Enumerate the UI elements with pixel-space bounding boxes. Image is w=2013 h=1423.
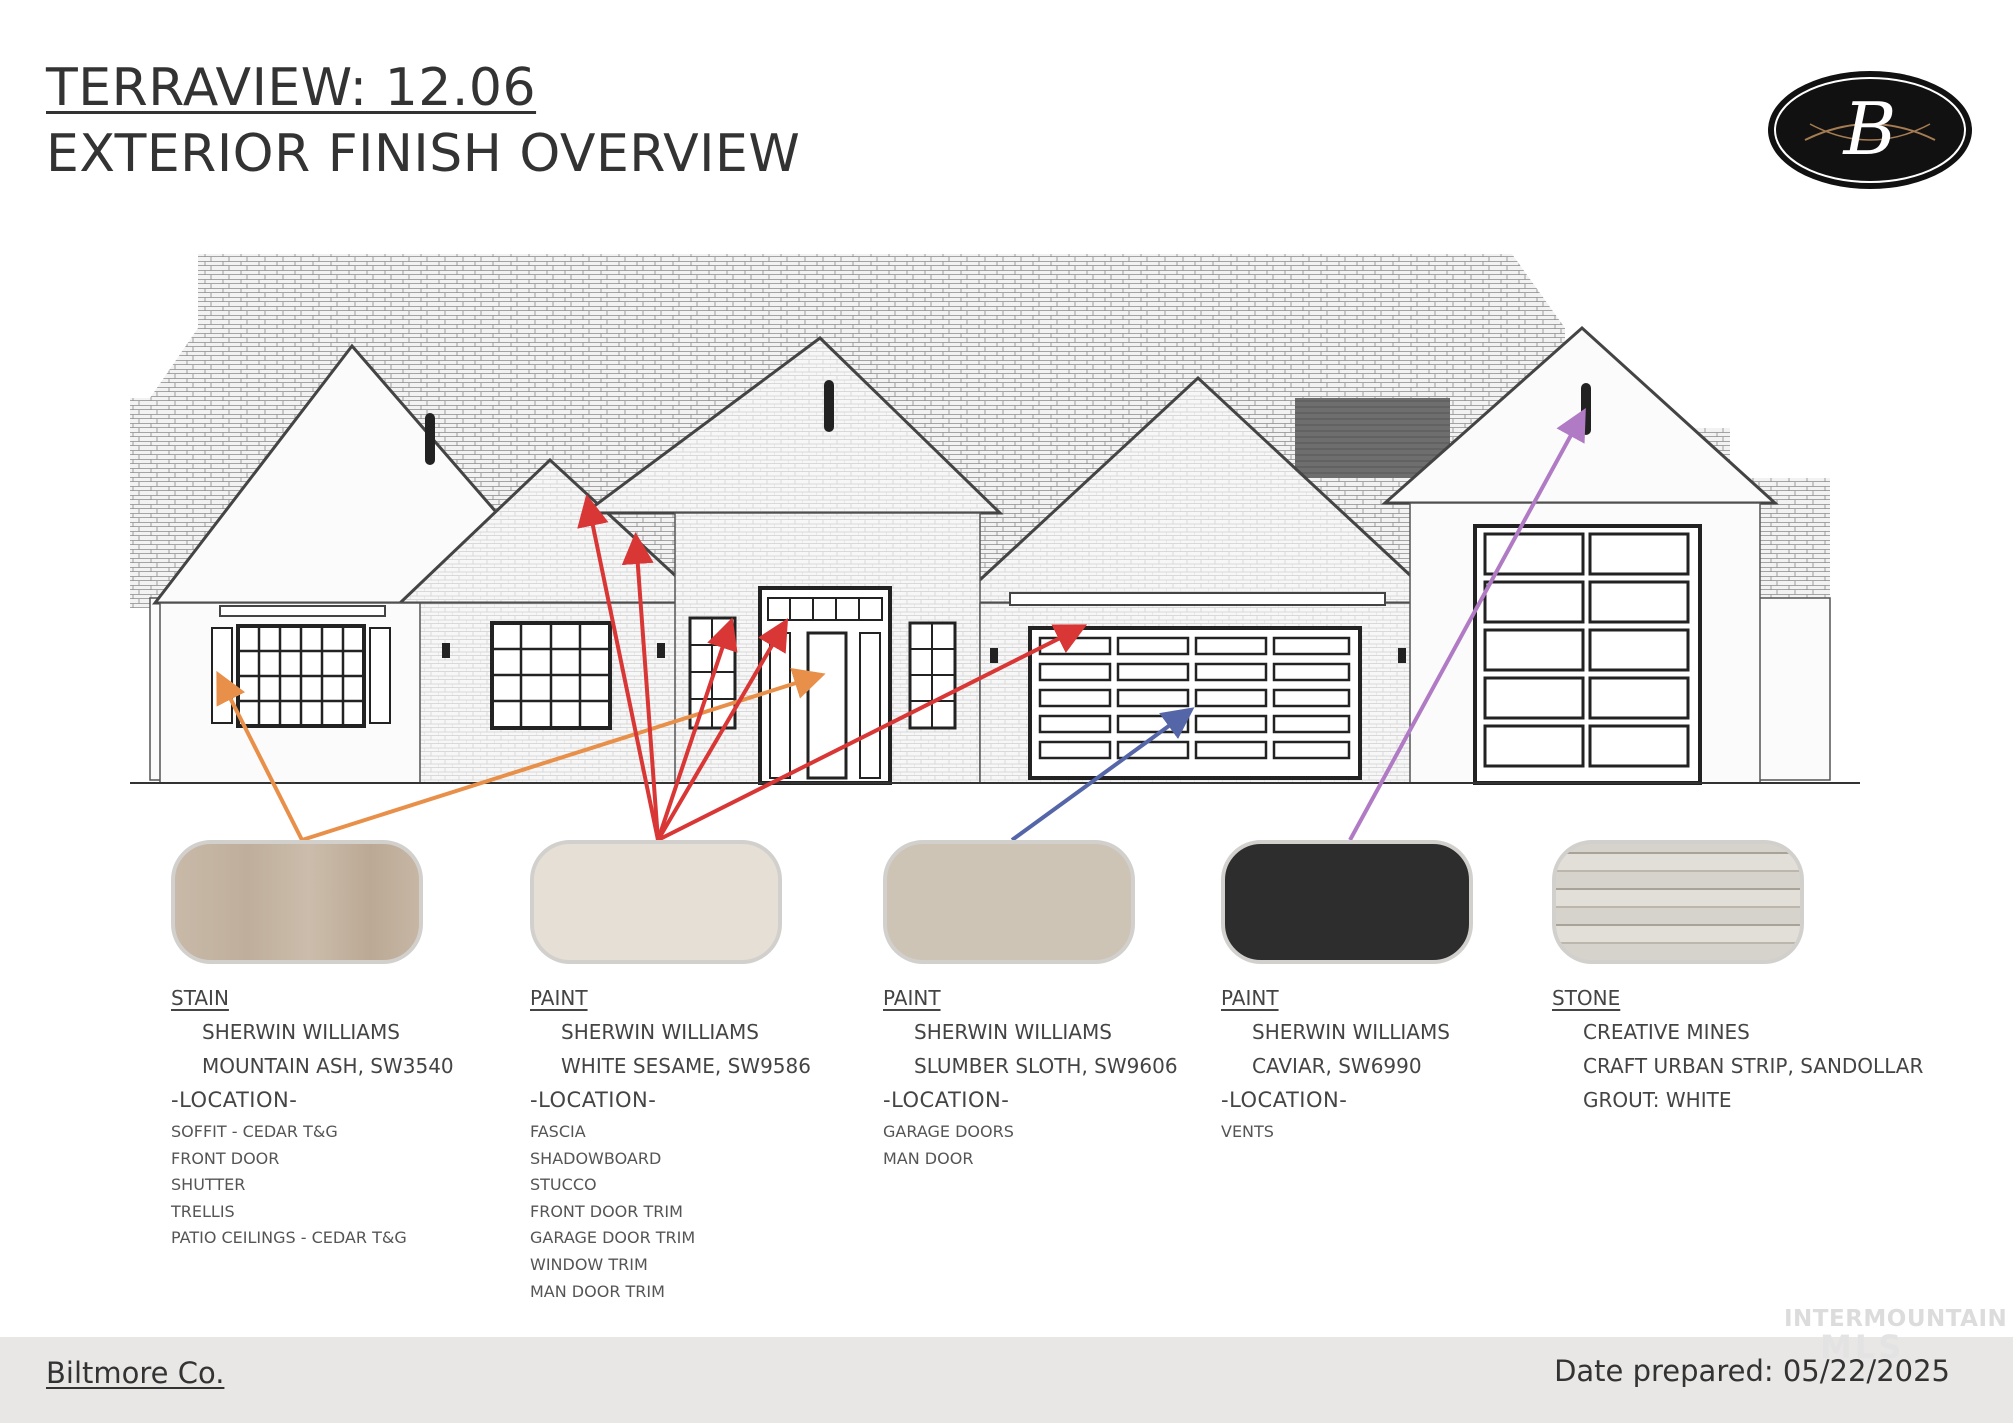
finish-column-slumber-sloth: PAINT SHERWIN WILLIAMS SLUMBER SLOTH, SW… (883, 986, 1178, 1175)
finish-color: MOUNTAIN ASH, SW3540 (202, 1054, 454, 1078)
finish-type: STAIN (171, 986, 229, 1010)
house-elevation-drawing (130, 254, 1860, 785)
location-item: WINDOW TRIM (530, 1254, 648, 1274)
location-item: FRONT DOOR (171, 1148, 280, 1168)
location-item: SHADOWBOARD (530, 1148, 662, 1168)
finish-type: PAINT (883, 986, 941, 1010)
finish-brand: CREATIVE MINES (1583, 1020, 1750, 1044)
finish-type: PAINT (1221, 986, 1279, 1010)
svg-text:B: B (1842, 87, 1897, 171)
location-item: GARAGE DOOR TRIM (530, 1228, 696, 1248)
location-label: -LOCATION- (530, 1088, 657, 1112)
company-name: Biltmore Co. (46, 1356, 225, 1390)
finish-color: WHITE SESAME, SW9586 (561, 1054, 811, 1078)
location-label: -LOCATION- (171, 1088, 298, 1112)
location-label: -LOCATION- (1221, 1088, 1348, 1112)
watermark-line2: MLS (1820, 1328, 1905, 1366)
page-subtitle: EXTERIOR FINISH OVERVIEW (46, 124, 801, 184)
location-item: TRELLIS (171, 1201, 235, 1221)
finish-type: STONE (1552, 986, 1621, 1010)
finish-brand: SHERWIN WILLIAMS (1252, 1020, 1450, 1044)
finish-grout: GROUT: WHITE (1583, 1088, 1732, 1112)
location-item: SHUTTER (171, 1175, 246, 1195)
finish-brand: SHERWIN WILLIAMS (914, 1020, 1112, 1044)
footer-bar (0, 1337, 2013, 1423)
finish-brand: SHERWIN WILLIAMS (561, 1020, 759, 1044)
location-item: PATIO CEILINGS - CEDAR T&G (171, 1228, 407, 1248)
finish-color: SLUMBER SLOTH, SW9606 (914, 1054, 1178, 1078)
biltmore-logo: B (1768, 71, 1972, 189)
location-item: MAN DOOR TRIM (530, 1281, 665, 1301)
finish-brand: SHERWIN WILLIAMS (202, 1020, 400, 1044)
location-item: STUCCO (530, 1175, 597, 1195)
swatch-white-sesame (530, 840, 782, 964)
page-title: TERRAVIEW: 12.06 (46, 58, 537, 118)
location-item: FASCIA (530, 1122, 586, 1141)
watermark-line1: INTERMOUNTAIN (1784, 1306, 2008, 1332)
swatch-mountain-ash (171, 840, 423, 964)
finish-type: PAINT (530, 986, 588, 1010)
swatch-slumber-sloth (883, 840, 1135, 964)
finish-column-stone: STONE CREATIVE MINES CRAFT URBAN STRIP, … (1552, 986, 1923, 1122)
finish-color: CAVIAR, SW6990 (1252, 1054, 1422, 1078)
location-item: SOFFIT - CEDAR T&G (171, 1122, 338, 1141)
location-item: MAN DOOR (883, 1148, 974, 1168)
location-item: FRONT DOOR TRIM (530, 1201, 683, 1221)
swatch-caviar (1221, 840, 1473, 964)
finish-column-caviar: PAINT SHERWIN WILLIAMS CAVIAR, SW6990 -L… (1221, 986, 1450, 1149)
date-prepared: Date prepared: 05/22/2025 (1554, 1354, 1950, 1388)
finish-column-white-sesame: PAINT SHERWIN WILLIAMS WHITE SESAME, SW9… (530, 986, 811, 1308)
location-label: -LOCATION- (883, 1088, 1010, 1112)
location-item: GARAGE DOORS (883, 1122, 1014, 1141)
finish-column-stain: STAIN SHERWIN WILLIAMS MOUNTAIN ASH, SW3… (171, 986, 454, 1255)
swatch-stone (1552, 840, 1804, 964)
finish-color: CRAFT URBAN STRIP, SANDOLLAR (1583, 1054, 1924, 1078)
location-item: VENTS (1221, 1122, 1274, 1141)
